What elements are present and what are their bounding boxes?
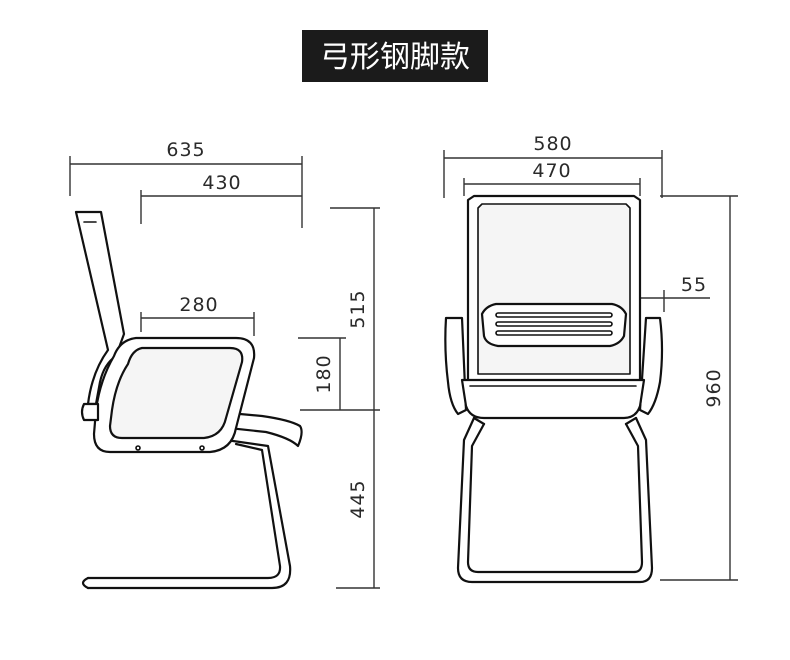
title-background xyxy=(302,30,488,82)
dimension-label-55: 55 xyxy=(681,274,707,296)
side-sled-base xyxy=(81,438,292,590)
front-left-armrest xyxy=(444,316,468,416)
dimension-label-445: 445 xyxy=(347,479,369,518)
front-lumbar-slot-3 xyxy=(495,330,613,336)
side-sled-outer xyxy=(86,438,292,590)
side-sled-cap xyxy=(81,576,90,590)
side-sled-inner xyxy=(86,442,282,580)
dimension-label-180: 180 xyxy=(313,354,335,393)
dimension-180: 180 xyxy=(298,337,346,410)
dimension-580: 580 xyxy=(443,133,663,198)
dimension-label-580: 580 xyxy=(533,133,572,155)
dimension-470: 470 xyxy=(463,160,641,196)
front-sled-top xyxy=(472,416,638,426)
dimension-635: 635 xyxy=(69,139,303,228)
front-seat xyxy=(460,378,646,420)
front-sled-base xyxy=(456,416,654,584)
dimension-960: 960 xyxy=(660,195,738,581)
page-title: 弓形钢脚款 xyxy=(320,40,470,75)
side-seat-mesh xyxy=(108,346,244,440)
dimension-55: 55 xyxy=(639,274,710,312)
front-lumbar-slot-2 xyxy=(495,321,613,327)
side-arm-stub xyxy=(80,402,100,422)
side-frame-screw-2 xyxy=(199,445,205,451)
front-sled-outer xyxy=(456,416,654,584)
front-backrest-mesh xyxy=(477,203,631,375)
front-right-armrest xyxy=(638,316,664,416)
dimension-label-960: 960 xyxy=(703,368,725,407)
side-view: 635 430 280 515 445 180 xyxy=(69,139,380,590)
dimension-430: 430 xyxy=(140,172,302,224)
title-banner: 弓形钢脚款 xyxy=(302,30,488,82)
front-lumbar-slot-1 xyxy=(495,312,613,318)
front-view: 580 470 55 960 xyxy=(443,133,738,584)
dimension-label-470: 470 xyxy=(532,160,571,182)
dimension-label-635: 635 xyxy=(166,139,205,161)
dimension-280: 280 xyxy=(140,294,255,336)
front-sled-inner xyxy=(466,422,644,574)
front-lumbar-support xyxy=(480,302,628,348)
side-frame-screw-1 xyxy=(135,445,141,451)
dimension-label-430: 430 xyxy=(202,172,241,194)
dimension-label-515: 515 xyxy=(347,289,369,328)
dimension-label-280: 280 xyxy=(179,294,218,316)
